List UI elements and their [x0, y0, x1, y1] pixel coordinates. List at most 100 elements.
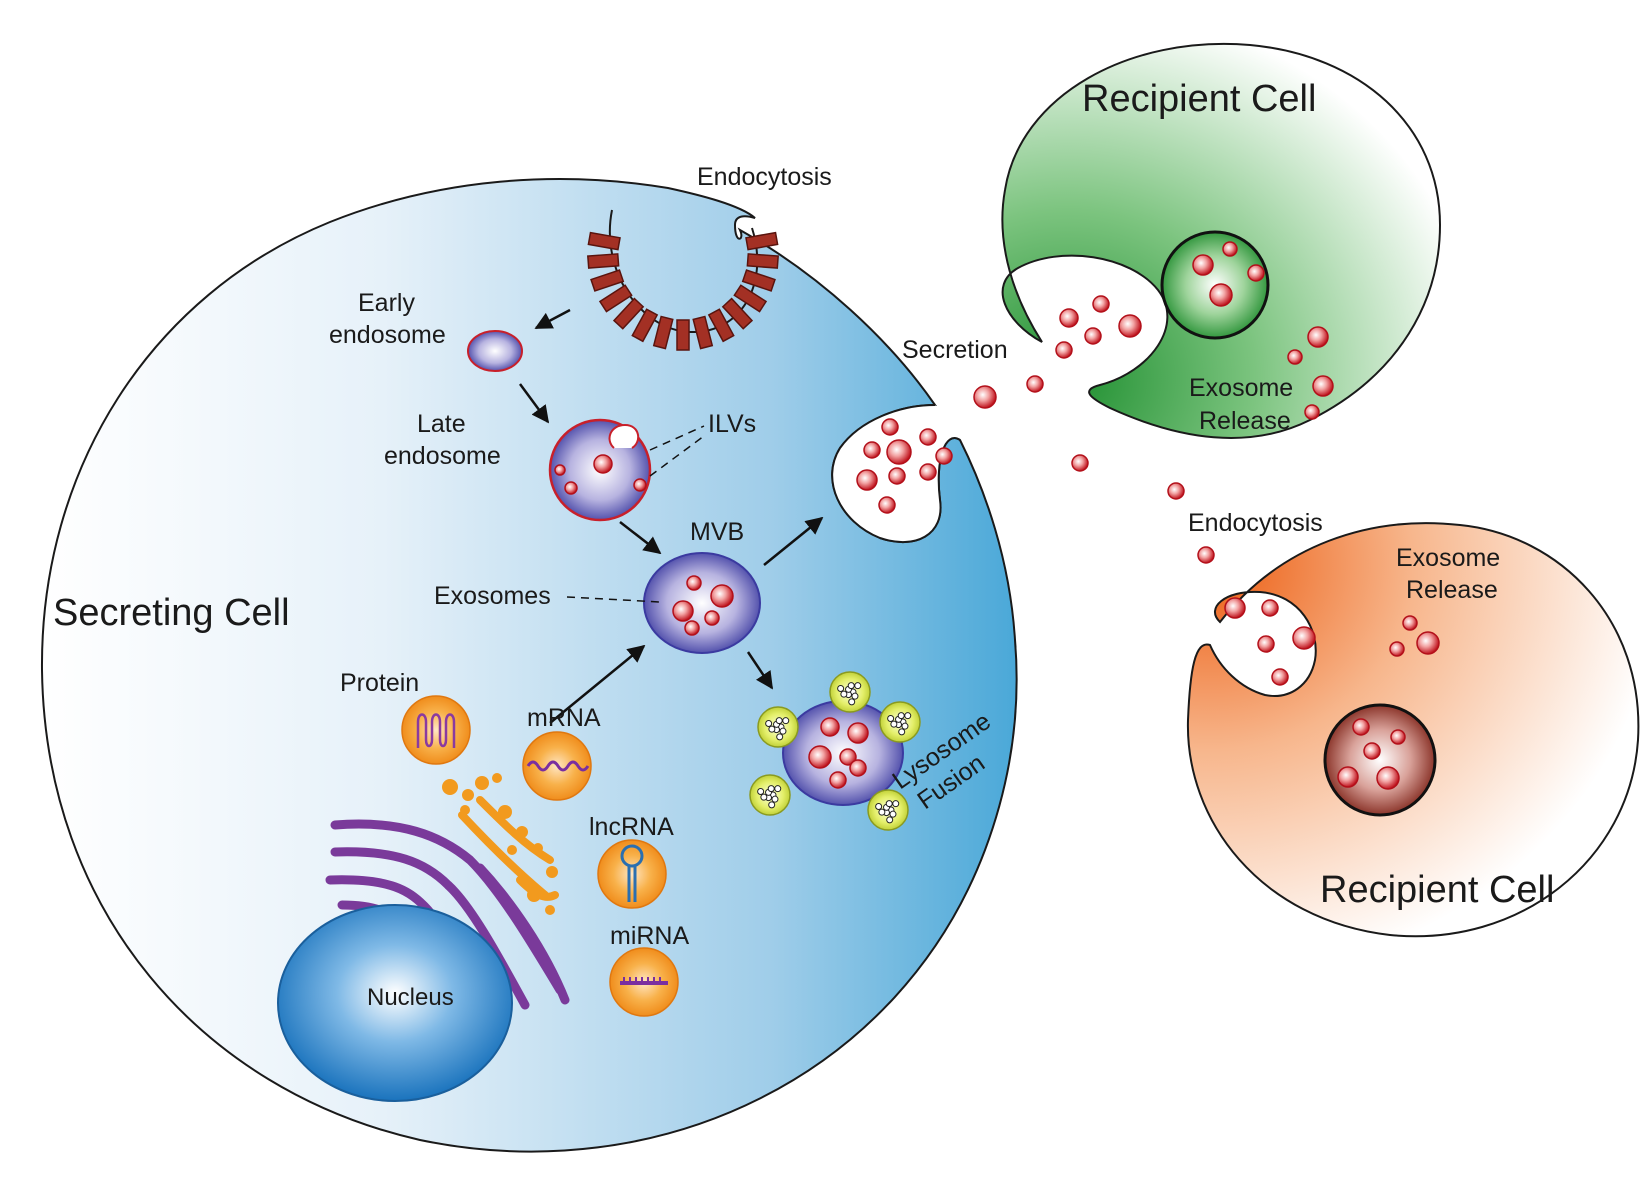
lncrna-cargo [597, 839, 667, 909]
exosome [847, 722, 869, 744]
label-mrna: mRNA [527, 704, 601, 732]
exosome [1055, 341, 1073, 359]
exosome [935, 447, 953, 465]
exosome [1363, 742, 1381, 760]
label-early-endosome-2: endosome [329, 321, 446, 349]
exosome [1084, 327, 1102, 345]
lysosome-granule [875, 802, 883, 810]
lysosome-granule [901, 722, 909, 730]
exosome [1376, 766, 1400, 790]
exosome [564, 481, 578, 495]
clathrin-subunit [676, 319, 690, 351]
exosome [1287, 349, 1303, 365]
lysosome-granule [887, 714, 895, 722]
label-exosome-release-green-1: Exosome [1189, 374, 1293, 402]
exosome [1307, 326, 1329, 348]
exosome [856, 469, 878, 491]
exosome [593, 454, 613, 474]
exosome [1304, 404, 1320, 420]
mvb [643, 552, 761, 654]
secreting-cell [40, 178, 1018, 1153]
exosome [684, 620, 700, 636]
exosome [919, 463, 937, 481]
exosome [881, 418, 899, 436]
er-vesicle [442, 779, 458, 795]
label-protein: Protein [340, 669, 419, 697]
lysosome-granule [779, 727, 787, 735]
label-ilvs: ILVs [708, 410, 756, 438]
lysosome-granule [878, 808, 886, 816]
exosome [820, 717, 840, 737]
clathrin-subunit [631, 308, 659, 343]
er-vesicle [533, 843, 543, 853]
exosome [919, 428, 937, 446]
exosome [1247, 264, 1265, 282]
er-vesicle [545, 905, 555, 915]
exosome [1390, 729, 1406, 745]
label-exosome-release-green-2: Release [1199, 407, 1291, 435]
mrna-cargo [522, 731, 592, 801]
clathrin-subunit [707, 308, 735, 343]
exosome [839, 748, 857, 766]
label-recipient-cell-top: Recipient Cell [1082, 78, 1316, 120]
exosome [1209, 283, 1233, 307]
label-endocytosis-right: Endocytosis [1188, 509, 1323, 537]
clathrin-subunit [587, 231, 621, 251]
lysosome-granule [760, 793, 768, 801]
clathrin-subunit [721, 297, 754, 330]
exosome [973, 385, 997, 409]
lysosome-granule [776, 733, 784, 741]
exosome [886, 439, 912, 465]
exosome [1312, 375, 1334, 397]
lysosome-granule [897, 712, 905, 720]
exosome [829, 771, 847, 789]
exosome [1118, 314, 1142, 338]
lysosome-granule [898, 728, 906, 736]
nucleus [277, 904, 513, 1102]
label-late-endosome-2: endosome [384, 442, 501, 470]
label-nucleus: Nucleus [367, 984, 454, 1011]
clathrin-subunit [746, 253, 779, 269]
exosome [1389, 641, 1405, 657]
exosome [1261, 599, 1279, 617]
clathrin-subunit [745, 231, 779, 251]
exosome [633, 478, 647, 492]
exosome [863, 441, 881, 459]
orange-nucleus [1323, 703, 1437, 817]
er-vesicle [516, 826, 528, 838]
er-vesicle [498, 805, 512, 819]
exosome [710, 584, 734, 608]
exosome [849, 759, 867, 777]
clathrin-subunit [733, 284, 768, 313]
lysosome-granule [757, 787, 765, 795]
exosome [1167, 482, 1185, 500]
label-late-endosome-1: Late [417, 410, 466, 438]
lysosome-granule [892, 800, 900, 808]
label-endocytosis-top: Endocytosis [697, 163, 832, 191]
exosome [1192, 254, 1214, 276]
exosome [672, 600, 694, 622]
recipient-cell-orange [1186, 522, 1640, 938]
lysosome-granule [854, 682, 862, 690]
lysosome-granule [768, 801, 776, 809]
lysosome-granule [886, 816, 894, 824]
er-vesicle [462, 789, 474, 801]
dashed-leaders [566, 425, 705, 603]
clathrin-subunit [598, 284, 633, 313]
lysosome-granule [890, 720, 898, 728]
label-exosome-release-orange-2: Release [1406, 576, 1498, 604]
clathrin-subunit [741, 269, 776, 292]
exosome [704, 610, 720, 626]
clathrin-subunit [587, 253, 620, 269]
label-mvb: MVB [690, 518, 744, 546]
label-recipient-cell-bottom: Recipient Cell [1320, 869, 1554, 911]
label-secretion: Secretion [902, 336, 1008, 364]
lysosome-granule [847, 682, 855, 690]
exosome [686, 575, 702, 591]
exosome [1271, 668, 1289, 686]
clathrin-coated-pit [587, 209, 779, 351]
exosome [1257, 635, 1275, 653]
lysosome-granule [837, 684, 845, 692]
er-vesicle [492, 773, 502, 783]
lysosome-granule [885, 800, 893, 808]
